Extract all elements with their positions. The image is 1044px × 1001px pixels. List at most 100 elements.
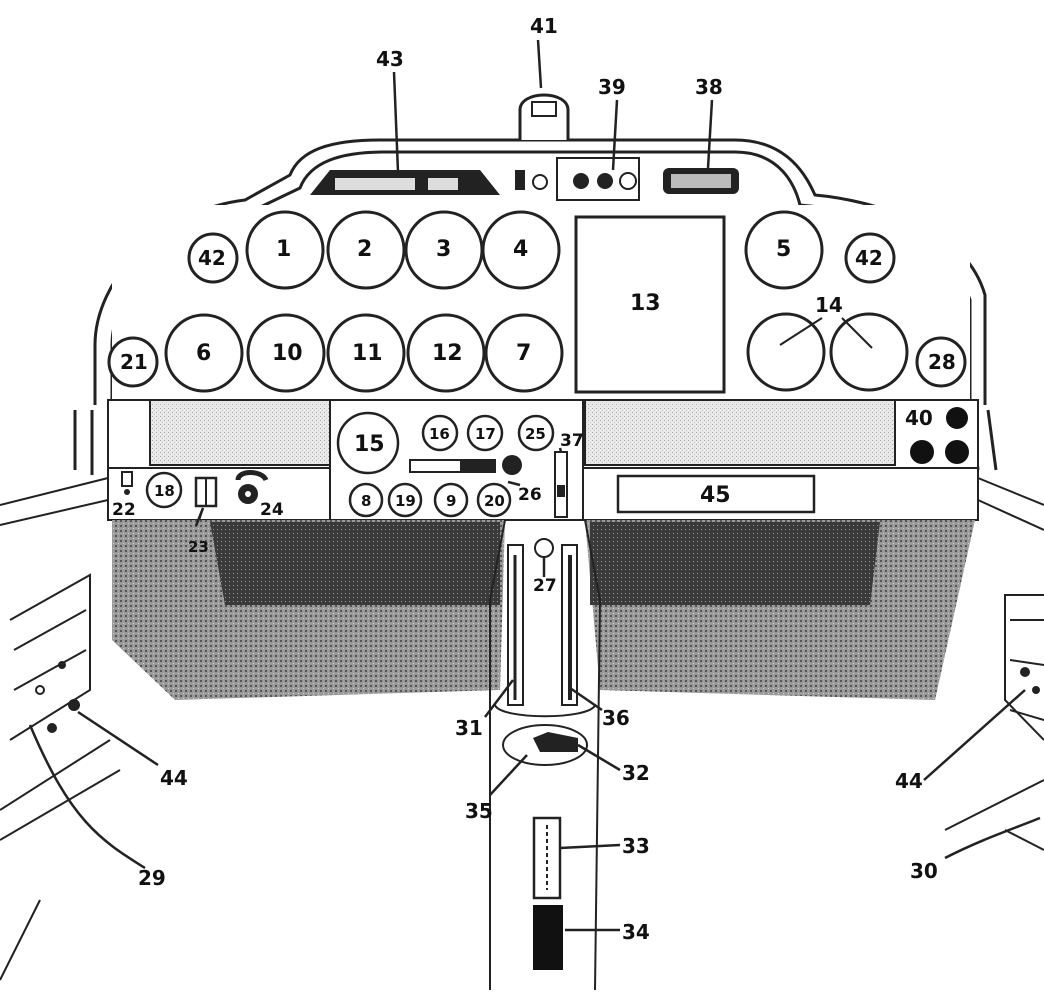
label-19: 19 xyxy=(395,492,416,510)
label-42-right: 42 xyxy=(855,246,883,270)
knob-16 xyxy=(421,414,459,452)
label-45: 45 xyxy=(700,483,731,508)
label-3: 3 xyxy=(436,237,451,262)
gauge-11 xyxy=(326,313,406,393)
gauge-4 xyxy=(481,210,561,290)
label-9: 9 xyxy=(446,492,456,510)
label-13: 13 xyxy=(630,291,661,316)
label-23: 23 xyxy=(188,538,209,556)
gauge-42-left xyxy=(187,232,239,284)
gauge-15 xyxy=(336,411,400,475)
label-31: 31 xyxy=(455,716,483,740)
label-26: 26 xyxy=(518,485,542,505)
label-42-left: 42 xyxy=(198,246,226,270)
display-unit-13 xyxy=(574,215,726,394)
knob-8 xyxy=(348,482,384,518)
gauge-1 xyxy=(245,210,325,290)
leader-lines xyxy=(28,39,1041,932)
gauge-2 xyxy=(326,210,406,290)
knob-25 xyxy=(517,414,555,452)
right-knobs-40 xyxy=(910,407,969,464)
knob-18-left xyxy=(145,471,183,509)
knob-19 xyxy=(387,482,423,518)
mic-24 xyxy=(235,470,269,482)
label-4: 4 xyxy=(513,237,528,262)
label-39: 39 xyxy=(598,75,626,99)
gauge-6 xyxy=(164,313,244,393)
switch-strip xyxy=(663,168,739,194)
label-44-right: 44 xyxy=(895,769,923,793)
label-36: 36 xyxy=(602,706,630,730)
label-7: 7 xyxy=(516,341,531,366)
label-25: 25 xyxy=(525,425,546,443)
gauge-12 xyxy=(406,313,486,393)
label-22: 22 xyxy=(112,500,136,520)
label-34: 34 xyxy=(622,920,650,944)
handle-34 xyxy=(533,905,563,970)
label-1: 1 xyxy=(276,237,291,262)
label-38: 38 xyxy=(695,75,723,99)
label-20: 20 xyxy=(484,492,505,510)
label-35: 35 xyxy=(465,799,493,823)
center-switches xyxy=(336,411,555,518)
gauge-28 xyxy=(915,336,967,388)
side-panel-right xyxy=(944,594,1044,851)
label-37: 37 xyxy=(560,431,584,451)
gauge-14-left xyxy=(746,312,826,392)
knob-27 xyxy=(534,538,554,558)
label-21: 21 xyxy=(120,350,148,374)
knob-17 xyxy=(466,414,504,452)
label-33: 33 xyxy=(622,834,650,858)
label-6: 6 xyxy=(196,341,211,366)
leader-14a xyxy=(779,317,823,346)
floor xyxy=(112,520,975,700)
label-40: 40 xyxy=(905,406,933,430)
gauge-10 xyxy=(246,313,326,393)
gauge-14-right xyxy=(829,312,909,392)
number-labels: 41 43 39 38 1 2 3 4 5 42 42 13 14 6 10 1… xyxy=(112,14,956,944)
label-17: 17 xyxy=(475,425,496,443)
switch-22 xyxy=(121,471,133,487)
gauges xyxy=(107,210,967,393)
side-panel-left xyxy=(0,573,121,981)
knob-26 xyxy=(502,455,522,475)
warning-lights xyxy=(556,157,640,201)
label-5: 5 xyxy=(776,237,791,262)
label-18: 18 xyxy=(154,482,175,500)
label-12: 12 xyxy=(432,341,463,366)
lever-37 xyxy=(554,451,568,518)
label-28: 28 xyxy=(928,350,956,374)
label-24: 24 xyxy=(260,500,284,520)
center-console xyxy=(489,519,602,991)
label-29: 29 xyxy=(138,866,166,890)
glove-box-right xyxy=(584,399,896,466)
annunciator-strip xyxy=(310,170,548,195)
knob-20 xyxy=(476,482,512,518)
label-10: 10 xyxy=(272,341,303,366)
leader-14b xyxy=(841,317,873,349)
label-8: 8 xyxy=(361,492,371,510)
glove-box-left xyxy=(149,399,331,466)
gauge-7 xyxy=(484,313,564,393)
compass xyxy=(518,93,570,140)
gauge-5 xyxy=(744,210,824,290)
indicator-33 xyxy=(532,816,562,900)
gauge-21 xyxy=(107,336,159,388)
placard-45 xyxy=(616,474,816,514)
label-41: 41 xyxy=(530,14,558,38)
label-32: 32 xyxy=(622,761,650,785)
label-43: 43 xyxy=(376,47,404,71)
label-15: 15 xyxy=(354,432,385,457)
label-2: 2 xyxy=(357,237,372,262)
label-30: 30 xyxy=(910,859,938,883)
gauge-42-right xyxy=(844,232,896,284)
side-frames xyxy=(0,477,1044,531)
label-44-left: 44 xyxy=(160,766,188,790)
handle-32 xyxy=(533,732,578,752)
label-27: 27 xyxy=(533,576,557,596)
label-11: 11 xyxy=(352,341,383,366)
label-16: 16 xyxy=(429,425,450,443)
knob-9 xyxy=(433,482,469,518)
